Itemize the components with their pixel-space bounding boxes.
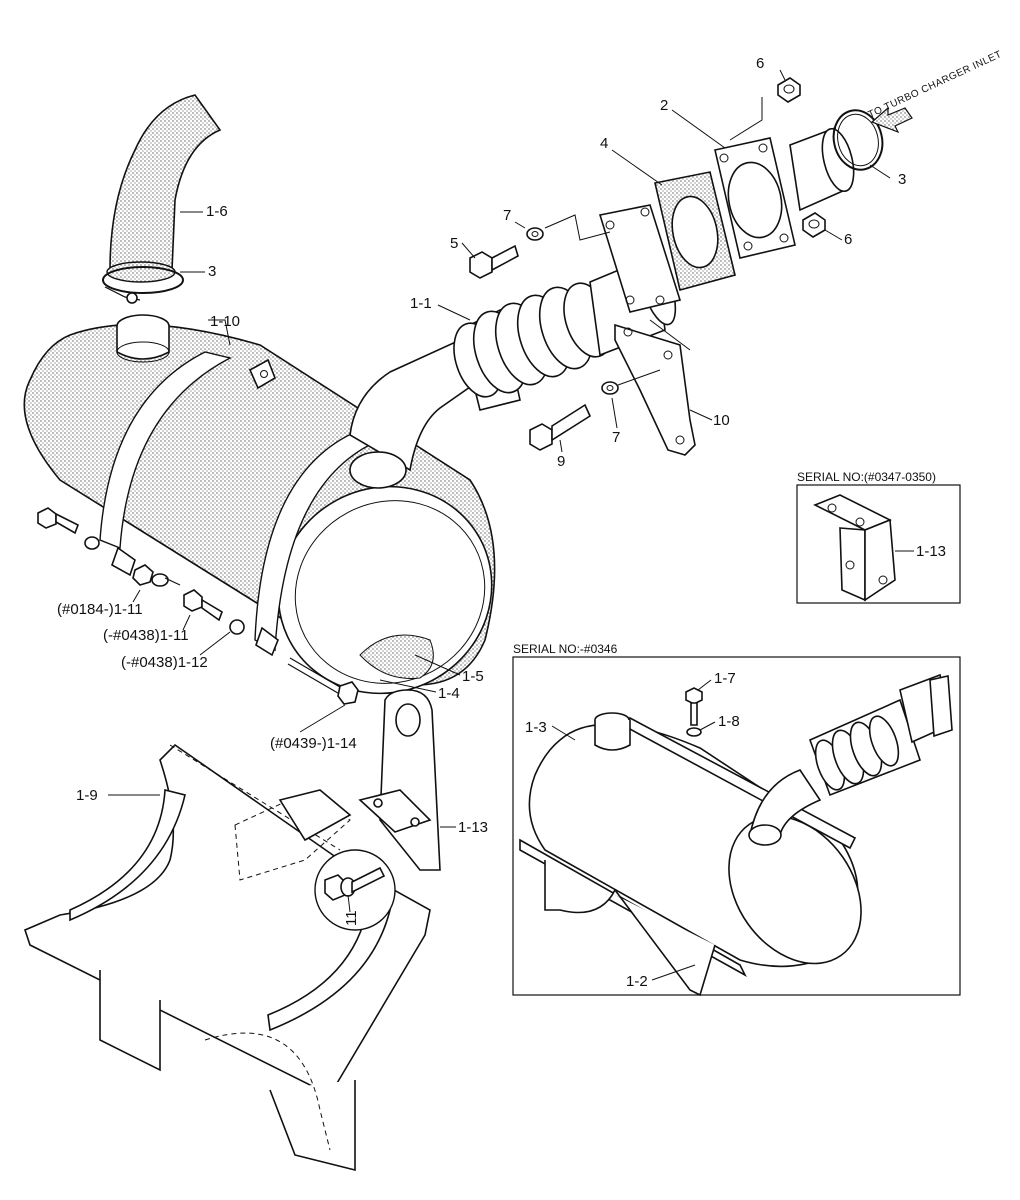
adapter-flange — [714, 126, 855, 259]
label-1-13: 1-13 — [458, 819, 488, 836]
bolt-1-11 — [37, 507, 80, 535]
label-6-top: 6 — [756, 55, 764, 72]
label-3-ring: 3 — [898, 171, 906, 188]
inset-bracket — [813, 494, 896, 602]
seal-ring — [832, 109, 884, 171]
label-1-8: 1-8 — [718, 713, 740, 730]
label-7-bottom: 7 — [612, 429, 620, 446]
label-1-12: (-#0438)1-12 — [121, 654, 208, 671]
support-bracket — [614, 319, 696, 456]
inner-baffle — [359, 634, 434, 680]
inset-box-serial-b — [512, 656, 961, 996]
label-10: 10 — [713, 412, 730, 429]
inset-muffler — [519, 673, 953, 997]
mounting-cradle — [24, 743, 431, 1172]
gasket — [654, 171, 736, 291]
inset-washer-1-8 — [686, 727, 702, 737]
inset-title-serial-a: SERIAL NO:(#0347-0350) — [797, 470, 936, 484]
bracket-1-13 — [358, 689, 441, 871]
label-1-3: 1-3 — [525, 719, 547, 736]
label-2: 2 — [660, 97, 668, 114]
tail-pipe — [106, 94, 222, 283]
label-1-6: 1-6 — [206, 203, 228, 220]
inlet-arrow — [870, 106, 913, 134]
muffler-body — [23, 314, 496, 695]
nut-1-14 — [337, 681, 359, 705]
label-1-1: 1-1 — [410, 295, 432, 312]
label-1-11-b: (-#0438)1-11 — [103, 627, 189, 644]
inset-box-serial-a — [796, 484, 961, 604]
bolt-9 — [529, 403, 592, 451]
label-1-7: 1-7 — [714, 670, 736, 687]
washer-1-12 — [229, 619, 245, 635]
label-1-9: 1-9 — [76, 787, 98, 804]
label-5: 5 — [450, 235, 458, 252]
label-1-5: 1-5 — [462, 668, 484, 685]
inset-bolt-1-7 — [685, 687, 703, 726]
label-11: 11 — [343, 910, 360, 926]
nut-top — [777, 77, 801, 103]
label-1-10: 1-10 — [210, 313, 240, 330]
label-6-right: 6 — [844, 231, 852, 248]
inlet-label: TO TURBO CHARGER INLET — [867, 49, 1004, 121]
label-1-14: (#0439-)1-14 — [270, 735, 357, 752]
band-strap — [99, 351, 232, 550]
bolt-5 — [469, 244, 519, 279]
label-4: 4 — [600, 135, 608, 152]
washer-bottom — [601, 381, 619, 395]
washer-top — [526, 227, 544, 241]
inset-title-serial-b: SERIAL NO:-#0346 — [513, 642, 618, 656]
band-lug — [248, 358, 276, 390]
pipe-clamp — [102, 266, 184, 304]
leader-lines — [108, 69, 914, 981]
label-1-13-inset: 1-13 — [916, 543, 946, 560]
pipe-flange — [598, 204, 682, 313]
label-1-2: 1-2 — [626, 973, 648, 990]
label-3-clamp: 3 — [208, 263, 216, 280]
nut-right — [802, 212, 826, 238]
bolt-1-11b — [183, 589, 223, 622]
label-1-11-a: (#0184-)1-11 — [57, 601, 143, 618]
label-7-top: 7 — [503, 207, 511, 224]
label-9: 9 — [557, 453, 565, 470]
label-1-4: 1-4 — [438, 685, 460, 702]
